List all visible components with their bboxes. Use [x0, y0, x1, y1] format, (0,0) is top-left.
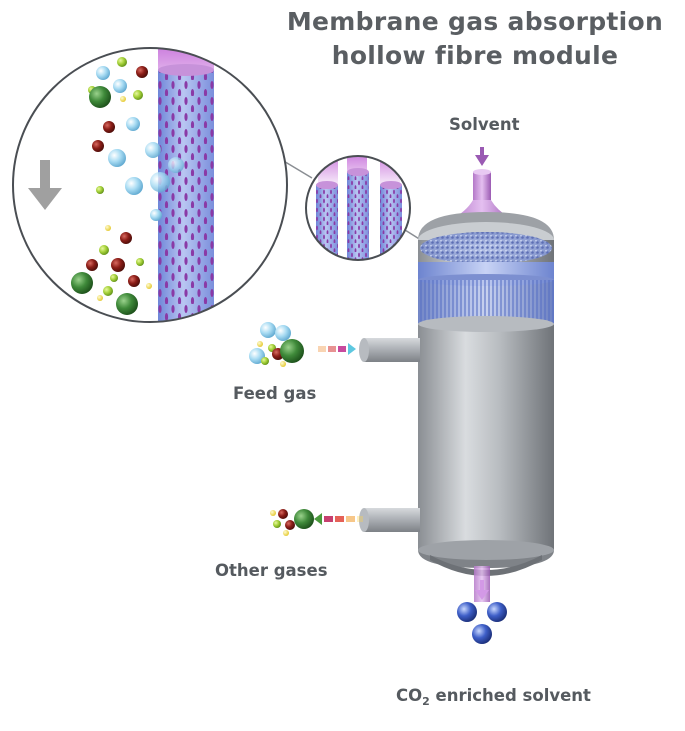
- feed-gas-pipe: [359, 338, 420, 362]
- gas-molecules: [71, 57, 184, 315]
- down-arrow-icon: [28, 160, 62, 210]
- co2-subscript: 2: [422, 695, 430, 708]
- co2-suffix: enriched solvent: [429, 686, 591, 705]
- solvent-inlet-arrow-icon: [475, 147, 489, 166]
- co2-enriched-solvent-label: CO2 enriched solvent: [396, 686, 591, 708]
- co2-prefix: CO: [396, 686, 423, 705]
- feed-gas-label: Feed gas: [233, 384, 317, 403]
- zoom-connector-line: [281, 159, 313, 179]
- other-gases-arrow-icon: [314, 513, 363, 525]
- fibre-bundle-circle: [305, 155, 411, 261]
- zoomed-fibre-circle: [12, 47, 288, 323]
- title-line-1: Membrane gas absorption: [286, 7, 664, 36]
- feed-gas-arrow-icon: [318, 343, 356, 355]
- co2-molecules: [457, 602, 507, 644]
- hollow-fibre-module-vessel: [418, 212, 554, 576]
- feed-gas-molecules: [249, 322, 304, 367]
- title-line-2: hollow fibre module: [331, 41, 619, 70]
- other-gases-pipe: [359, 508, 420, 532]
- other-gases-molecules: [270, 509, 314, 536]
- solvent-label: Solvent: [449, 115, 520, 134]
- outlet-arrow-icon: [475, 580, 489, 600]
- other-gases-label: Other gases: [215, 561, 328, 580]
